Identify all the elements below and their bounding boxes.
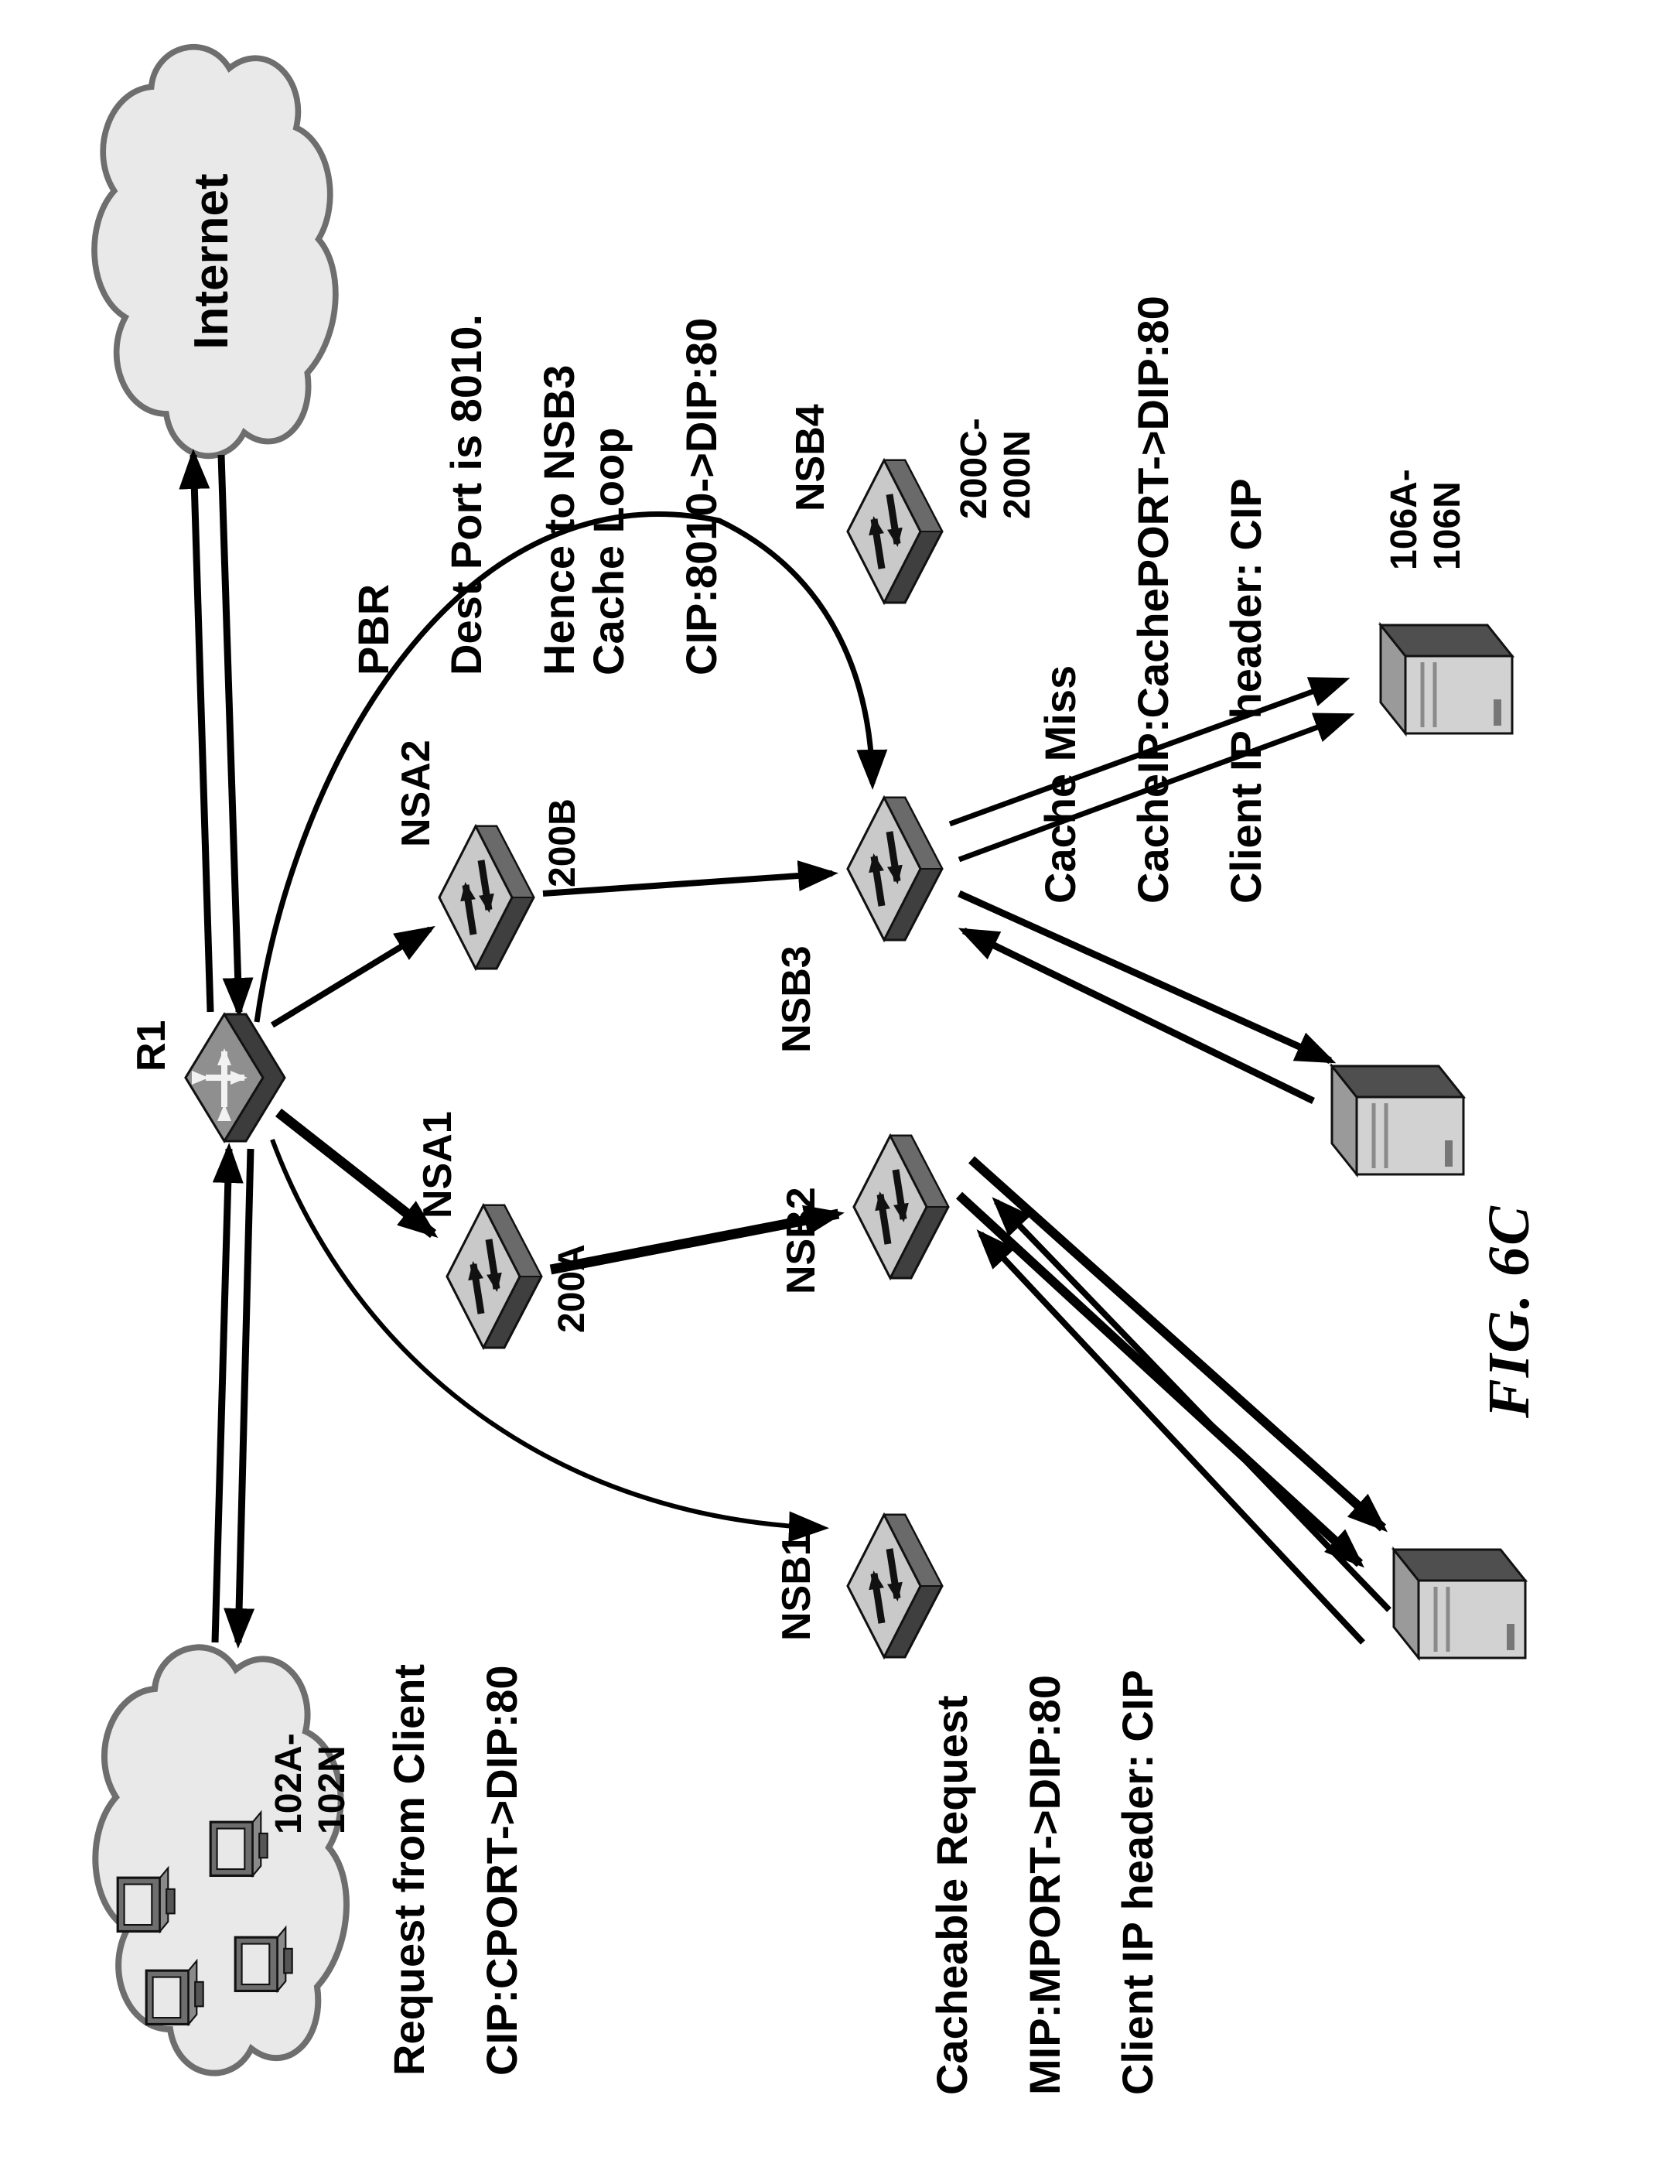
arrow-nsb2-to-cache-c-2 bbox=[968, 1156, 1388, 1533]
switch-nsa2 bbox=[439, 826, 534, 969]
annotation-client-request: Request from Client CIP:CPORT->DIP:80 bbox=[384, 1663, 526, 2076]
arrow-nsb3-to-cache-b bbox=[958, 890, 1337, 1065]
arrow-r1-to-internet bbox=[179, 449, 214, 1013]
nsb4-range-label: 200C- 200N bbox=[954, 418, 1038, 519]
client-computer-icon bbox=[145, 1959, 205, 2026]
annotation-line: Cacheable Request bbox=[927, 1695, 976, 2095]
cache-server-b bbox=[1332, 1066, 1463, 1174]
annotation-line: Cache Loop bbox=[584, 427, 633, 675]
arrow-nsb3-to-cache-a-2 bbox=[948, 677, 1350, 827]
nsb2-label: NSB2 bbox=[779, 1187, 824, 1294]
arrow-r1-to-nsb1-curve bbox=[270, 1138, 829, 1543]
arrow-r1-to-clients bbox=[224, 1148, 255, 1649]
nsa2-label: NSA2 bbox=[394, 740, 439, 847]
nsb1-label: NSB1 bbox=[774, 1533, 819, 1641]
arrow-nsa2-to-nsb3 bbox=[542, 860, 838, 897]
annotation-line: CIP:8010->DIP:80 bbox=[677, 317, 726, 675]
annotation-line: MIP:MPORT->DIP:80 bbox=[1020, 1675, 1069, 2095]
clients-range-label: 102A- 102N bbox=[268, 1733, 353, 1834]
servers-range-label: 106A- 106N bbox=[1384, 469, 1468, 570]
client-computer-icon bbox=[234, 1926, 294, 1993]
arrow-nsb3-to-cache-a-1 bbox=[958, 713, 1355, 863]
arrow-nsb2-to-cache-c-1 bbox=[955, 1191, 1364, 1568]
annotation-cache-miss: Cache Miss CacheIP:CachePORT->DIP:80 Cli… bbox=[1036, 296, 1270, 904]
cache-server-a bbox=[1381, 625, 1512, 733]
switch-nsb2 bbox=[854, 1136, 948, 1278]
cache-server-c bbox=[1394, 1550, 1525, 1658]
client-computer-icon bbox=[116, 1866, 176, 1933]
arrow-r1-to-nsa2 bbox=[270, 925, 435, 1028]
annotation-cacheable-request: Cacheable Request MIP:MPORT->DIP:80 Clie… bbox=[927, 1670, 1162, 2095]
annotation-line: CIP:CPORT->DIP:80 bbox=[477, 1665, 526, 2076]
internet-label: Internet bbox=[185, 173, 238, 350]
client-computer-icon bbox=[209, 1810, 269, 1878]
switch-nsb1 bbox=[848, 1515, 942, 1657]
arrow-clients-to-r1 bbox=[211, 1143, 244, 1643]
arrow-cache-b-to-nsb3 bbox=[958, 927, 1315, 1105]
annotation-pbr: PBR Dest Port is 8010. Hence to NSB3 Cac… bbox=[349, 314, 726, 675]
arrow-internet-to-r1 bbox=[217, 454, 254, 1018]
switch-nsb3 bbox=[848, 798, 942, 940]
annotation-line: CacheIP:CachePORT->DIP:80 bbox=[1129, 296, 1177, 904]
annotation-line: Cache Miss bbox=[1036, 665, 1084, 904]
nsa1-sub-label: 200A bbox=[551, 1244, 592, 1333]
nsb4-label: NSB4 bbox=[788, 404, 833, 511]
annotation-line: Dest Port is 8010. bbox=[442, 314, 490, 675]
arrow-nsa1-to-nsb2 bbox=[549, 1205, 845, 1275]
switch-nsb4 bbox=[848, 460, 942, 603]
annotation-line: PBR bbox=[349, 583, 398, 675]
arrow-cache-loop-r1-to-nsb3 bbox=[254, 511, 888, 1023]
figure-label: FIG. 6C bbox=[1477, 1205, 1542, 1418]
router-r1 bbox=[186, 1014, 285, 1141]
annotation-line: Client IP header: CIP bbox=[1221, 478, 1270, 904]
arrow-cache-c-to-nsb2-2 bbox=[992, 1197, 1391, 1612]
arrow-cache-c-to-nsb2-1 bbox=[976, 1229, 1365, 1645]
annotation-line: Hence to NSB3 bbox=[534, 364, 583, 675]
annotation-line: Client IP header: CIP bbox=[1113, 1670, 1162, 2095]
nsb3-label: NSB3 bbox=[774, 945, 819, 1053]
r1-label: R1 bbox=[129, 1020, 174, 1071]
switch-nsa1 bbox=[447, 1205, 541, 1348]
arrow-r1-to-nsa1 bbox=[275, 1108, 439, 1239]
annotation-line: Request from Client bbox=[384, 1663, 433, 2076]
nsa1-label: NSA1 bbox=[415, 1111, 460, 1218]
nsa2-sub-label: 200B bbox=[542, 798, 583, 887]
